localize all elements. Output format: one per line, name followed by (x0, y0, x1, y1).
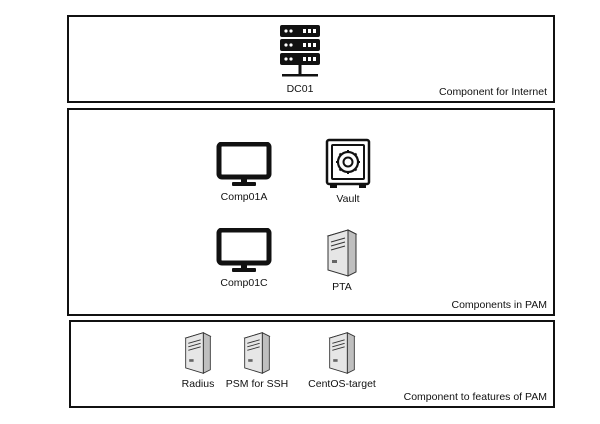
node-dc01-label: DC01 (286, 83, 314, 95)
node-radius: Radius (176, 331, 220, 390)
tower-server-icon (243, 332, 271, 374)
zone-features-label: Component to features of PAM (403, 391, 547, 403)
tower-server-icon (326, 229, 358, 277)
zone-pam: Components in PAM (67, 108, 555, 316)
tower-server-icon (184, 332, 212, 374)
node-psm-ssh-label: PSM for SSH (225, 378, 289, 390)
node-pta-label: PTA (332, 281, 352, 293)
zone-pam-label: Components in PAM (451, 299, 547, 311)
node-vault-label: Vault (336, 193, 360, 205)
node-psm-ssh: PSM for SSH (222, 331, 292, 390)
node-centos-label: CentOS-target (308, 378, 376, 390)
node-centos: CentOS-target (302, 331, 382, 390)
zone-features: Component to features of PAM (69, 320, 555, 408)
tower-server-icon (328, 332, 356, 374)
node-comp01c-label: Comp01C (220, 277, 268, 289)
node-comp01a-label: Comp01A (220, 191, 268, 203)
monitor-icon (216, 228, 272, 272)
monitor-icon (216, 142, 272, 186)
node-pta: PTA (320, 228, 364, 293)
zone-internet-label: Component for Internet (439, 86, 547, 98)
node-comp01c: Comp01C (211, 228, 277, 289)
node-radius-label: Radius (181, 378, 215, 390)
vault-safe-icon (325, 138, 371, 188)
node-comp01a: Comp01A (211, 142, 277, 203)
rack-server-icon (280, 25, 320, 77)
node-dc01: DC01 (268, 24, 332, 95)
node-vault: Vault (316, 138, 380, 205)
